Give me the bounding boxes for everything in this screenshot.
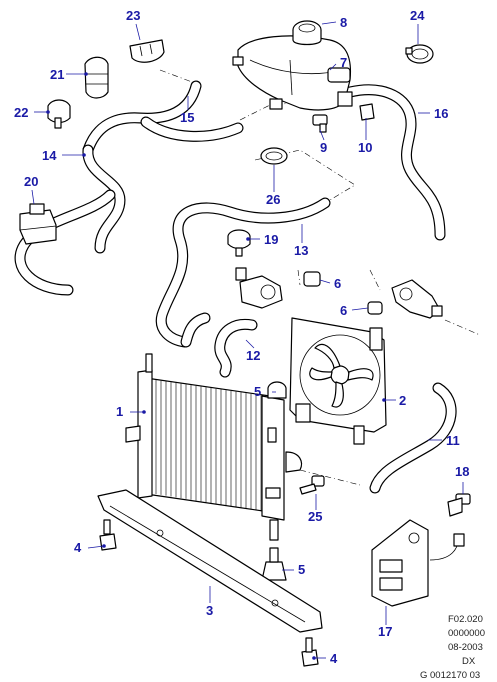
callout-25: 25 [308,509,322,524]
radiator-fins [155,380,262,512]
callout-2: 2 [399,393,406,408]
plug-6a [303,271,321,287]
ref-drawing-number: G 0012170 03 [420,670,480,681]
thermostat-housing [235,267,283,309]
callout-8: 8 [340,15,347,30]
callout-5b: 5 [298,562,305,577]
clamp-26 [260,147,288,165]
hose-15 [82,80,244,156]
callout-10: 10 [358,140,372,155]
callout-12: 12 [246,348,260,363]
clamp-19 [227,229,251,257]
bolt-25 [299,475,325,495]
callout-22: 22 [14,105,28,120]
callout-5a: 5 [254,384,261,399]
clamp-23 [129,39,165,63]
ref-model: DX [462,656,476,667]
callout-15: 15 [180,110,194,125]
fan-shroud [289,317,387,445]
bolt-18 [447,493,471,517]
clamp-21 [84,56,109,99]
callout-6a: 6 [334,276,341,291]
callout-11: 11 [446,433,460,448]
hose-14 [14,144,126,296]
callout-3: 3 [206,603,213,618]
plug-6b [367,301,383,315]
clamp-22 [47,99,71,129]
callout-1: 1 [116,404,123,419]
callout-26: 26 [266,192,280,207]
hose-11 [369,382,457,494]
callout-23: 23 [126,8,140,23]
callouts: 1 2 3 4 4 5 5 6 6 7 8 9 10 11 12 13 14 1… [14,8,469,666]
filler-cap [292,20,322,46]
clamp-24 [405,44,434,64]
callout-18: 18 [455,464,469,479]
bolt-4b [301,637,319,667]
callout-21: 21 [50,67,64,82]
expansion-tank [232,35,353,111]
callout-17: 17 [378,624,392,639]
ref-figure-code: F02.020 [448,614,483,625]
callout-16: 16 [434,106,448,121]
crossmember [97,489,323,633]
callout-6b: 6 [340,303,347,318]
outlet-housing [391,279,443,319]
callout-9: 9 [320,140,327,155]
leader-lines [31,21,464,660]
ref-part-code: 0000000 [448,628,485,639]
hose-13 [155,197,331,348]
callout-24: 24 [410,8,425,23]
fan-resistor-bracket [371,519,465,607]
mount-5b [261,547,287,581]
callout-19: 19 [264,232,278,247]
callout-20: 20 [24,174,38,189]
callout-4b: 4 [330,651,338,666]
callout-14: 14 [42,148,57,163]
reference-block: F02.020 0000000 08-2003 DX G 0012170 03 [420,614,485,681]
callout-13: 13 [294,243,308,258]
ref-date: 08-2003 [448,642,483,653]
callout-7: 7 [340,55,347,70]
bracket-20 [19,203,57,245]
mount-5a [267,381,287,399]
sensor-9 [312,114,328,133]
assembly-lines [159,69,481,486]
hose-16 [344,84,446,241]
hose-12 [180,312,258,378]
clip-10 [359,103,375,121]
callout-4a: 4 [74,540,82,555]
radiator [125,353,303,541]
